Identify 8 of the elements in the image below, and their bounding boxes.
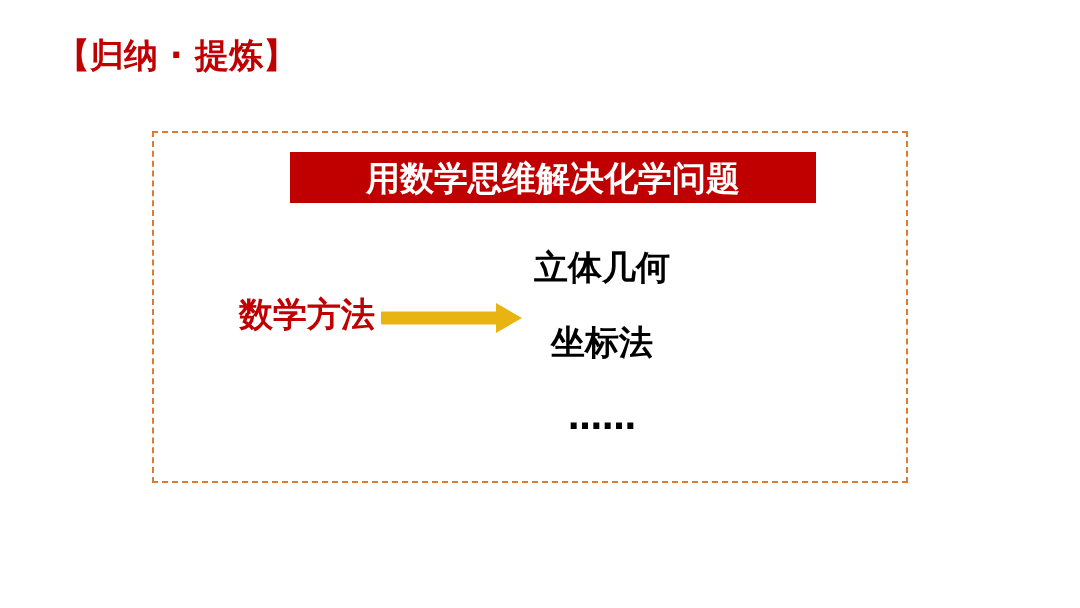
dashed-frame: [152, 131, 908, 483]
heading-banner: 用数学思维解决化学问题: [290, 152, 816, 203]
arrow: [381, 303, 522, 333]
page-title: 【归纳 · 提炼】: [56, 38, 297, 72]
list-item: 立体几何: [534, 250, 670, 284]
list-item: 坐标法: [551, 325, 653, 359]
method-label: 数学方法: [239, 297, 375, 331]
list-item: ……: [568, 400, 636, 434]
